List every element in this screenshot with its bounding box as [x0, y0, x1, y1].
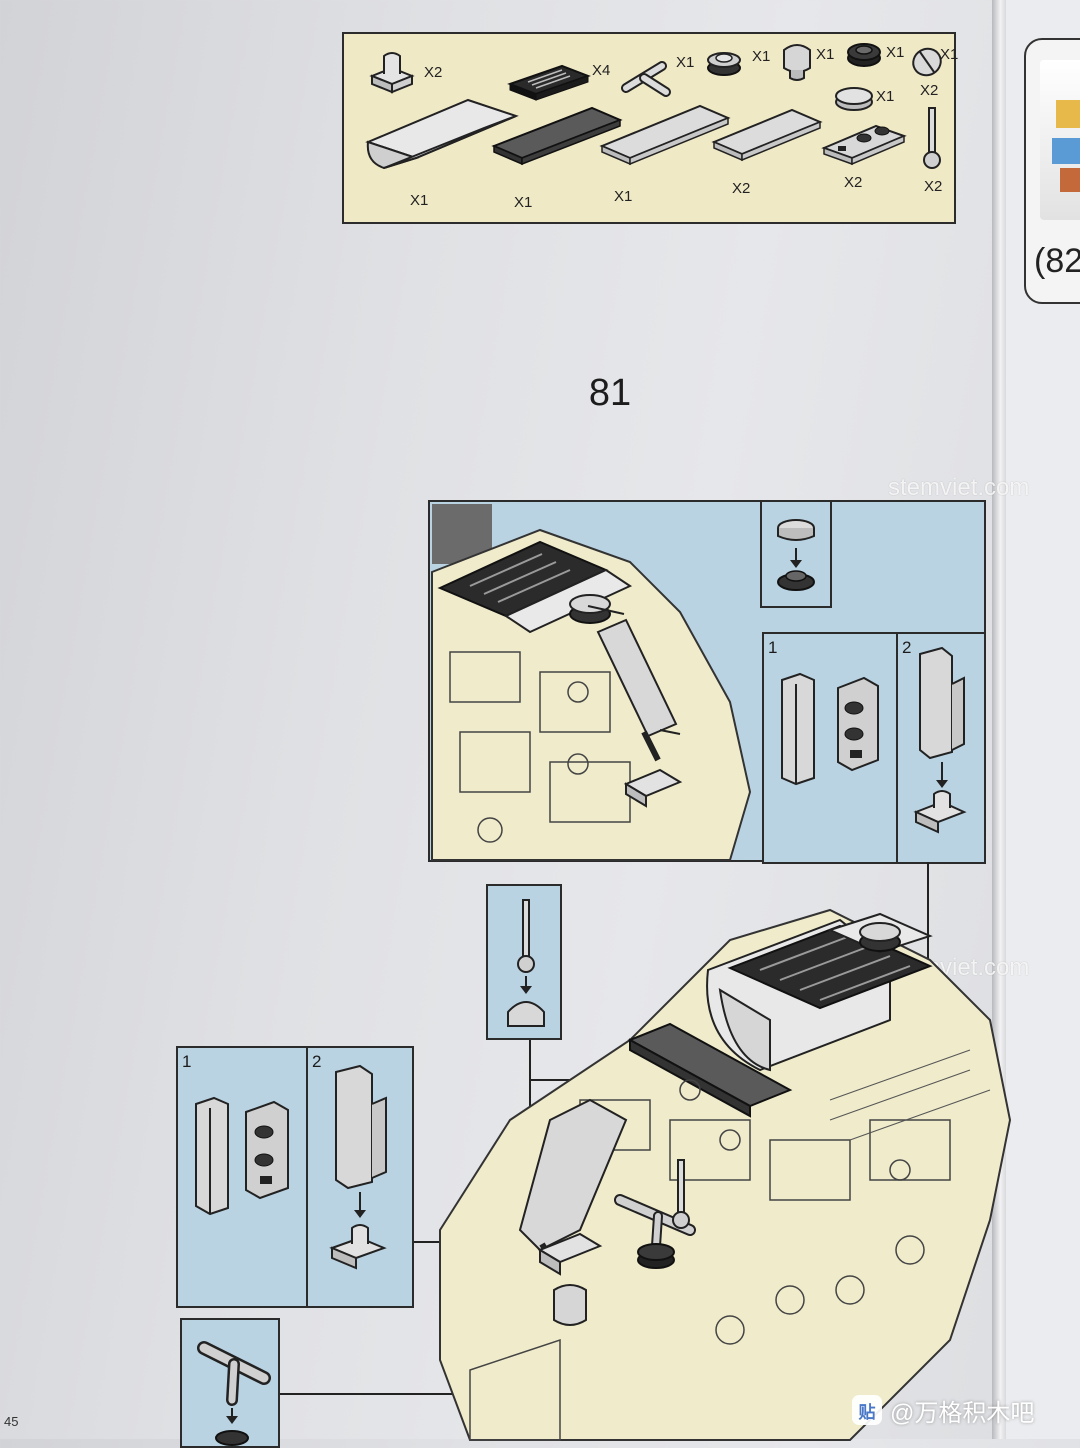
upper-substep-1-label: 1: [768, 638, 778, 657]
qty-tile-1x3: X2: [732, 180, 751, 197]
antenna-assembly-icon: [507, 899, 545, 1027]
t-bar-part: [621, 61, 671, 97]
antenna-part: [923, 107, 941, 169]
round-tile-part: [835, 87, 873, 111]
qty-dish-alt: X2: [920, 82, 939, 99]
thumb-brick-yellow: [1056, 100, 1080, 128]
step-number: 81: [588, 372, 632, 414]
qty-t-bar: X1: [676, 54, 695, 71]
lower-substep-1-drawing: [195, 1096, 289, 1216]
lower-substep-2-drawing: [329, 1064, 387, 1270]
qty-curved-slope: X1: [410, 192, 429, 209]
round-plate-assembly-icon: [777, 519, 815, 591]
upper-substep-2-label: 2: [902, 638, 912, 657]
parts-list: X2 X4 X1 X1 X1 X1 X1 X1 X2: [342, 32, 959, 224]
qty-antenna: X2: [924, 178, 943, 195]
round-plate-dark-part: [707, 52, 741, 76]
tile-1x3-part: [711, 108, 823, 162]
watermark-top: stemviet.com: [888, 474, 1030, 501]
thumb-brick-orange: [1060, 168, 1080, 192]
main-model-view: [439, 908, 1012, 1441]
hinge-plate-part: [821, 124, 907, 166]
qty-tile-1x4: X1: [614, 188, 633, 205]
qty-round-brick-cone: X1: [816, 46, 835, 63]
qty-round-plate-black: X1: [886, 44, 905, 61]
upper-substep-1-panel: 1: [762, 632, 898, 864]
qty-clip-plate: X2: [424, 64, 443, 81]
tieba-icon: 贴: [852, 1395, 882, 1425]
dish-part: [912, 47, 942, 77]
next-step-thumbnail: [1040, 60, 1080, 220]
source-badge: 贴 @万格积木吧: [852, 1390, 1034, 1430]
qty-round-tile: X1: [876, 88, 895, 105]
qty-dish: X1: [940, 46, 959, 63]
round-brick-cone-part: [783, 44, 811, 81]
lower-substep-2-label: 2: [312, 1052, 322, 1071]
grille-tile-part: [507, 64, 591, 101]
qty-hinge-plate: X2: [844, 174, 863, 191]
t-bar-inset: [180, 1318, 280, 1448]
page-number: 45: [4, 1414, 19, 1429]
next-step-preview: (82: [1024, 38, 1080, 304]
next-step-number: (82: [1034, 242, 1080, 280]
upper-substep-2-panel: 2: [896, 632, 986, 864]
upper-detail-panel: 1 2: [428, 500, 986, 864]
tile-1x4-part: [599, 104, 731, 166]
upper-substep-2-drawing: [913, 646, 967, 834]
inset-round-plate: [760, 500, 832, 608]
thumb-brick-blue: [1052, 138, 1080, 164]
qty-grille-tile: X4: [592, 62, 611, 79]
clip-plate-part: [369, 52, 415, 94]
curved-slope-part: [365, 98, 519, 170]
antenna-inset: [486, 884, 562, 1040]
qty-dark-tile: X1: [514, 194, 533, 211]
dark-tile-part: [491, 106, 623, 166]
qty-round-plate-dark: X1: [752, 48, 771, 65]
upper-substep-1-drawing: [781, 672, 879, 786]
round-plate-black-part: [847, 43, 881, 67]
lower-substep-2-panel: 2: [306, 1046, 414, 1308]
lower-substep-1-label: 1: [182, 1052, 192, 1071]
upper-model-view: [431, 504, 752, 861]
lower-substep-1-panel: 1: [176, 1046, 308, 1308]
source-badge-text: @万格积木吧: [890, 1399, 1035, 1427]
t-bar-assembly-icon: [197, 1341, 271, 1446]
